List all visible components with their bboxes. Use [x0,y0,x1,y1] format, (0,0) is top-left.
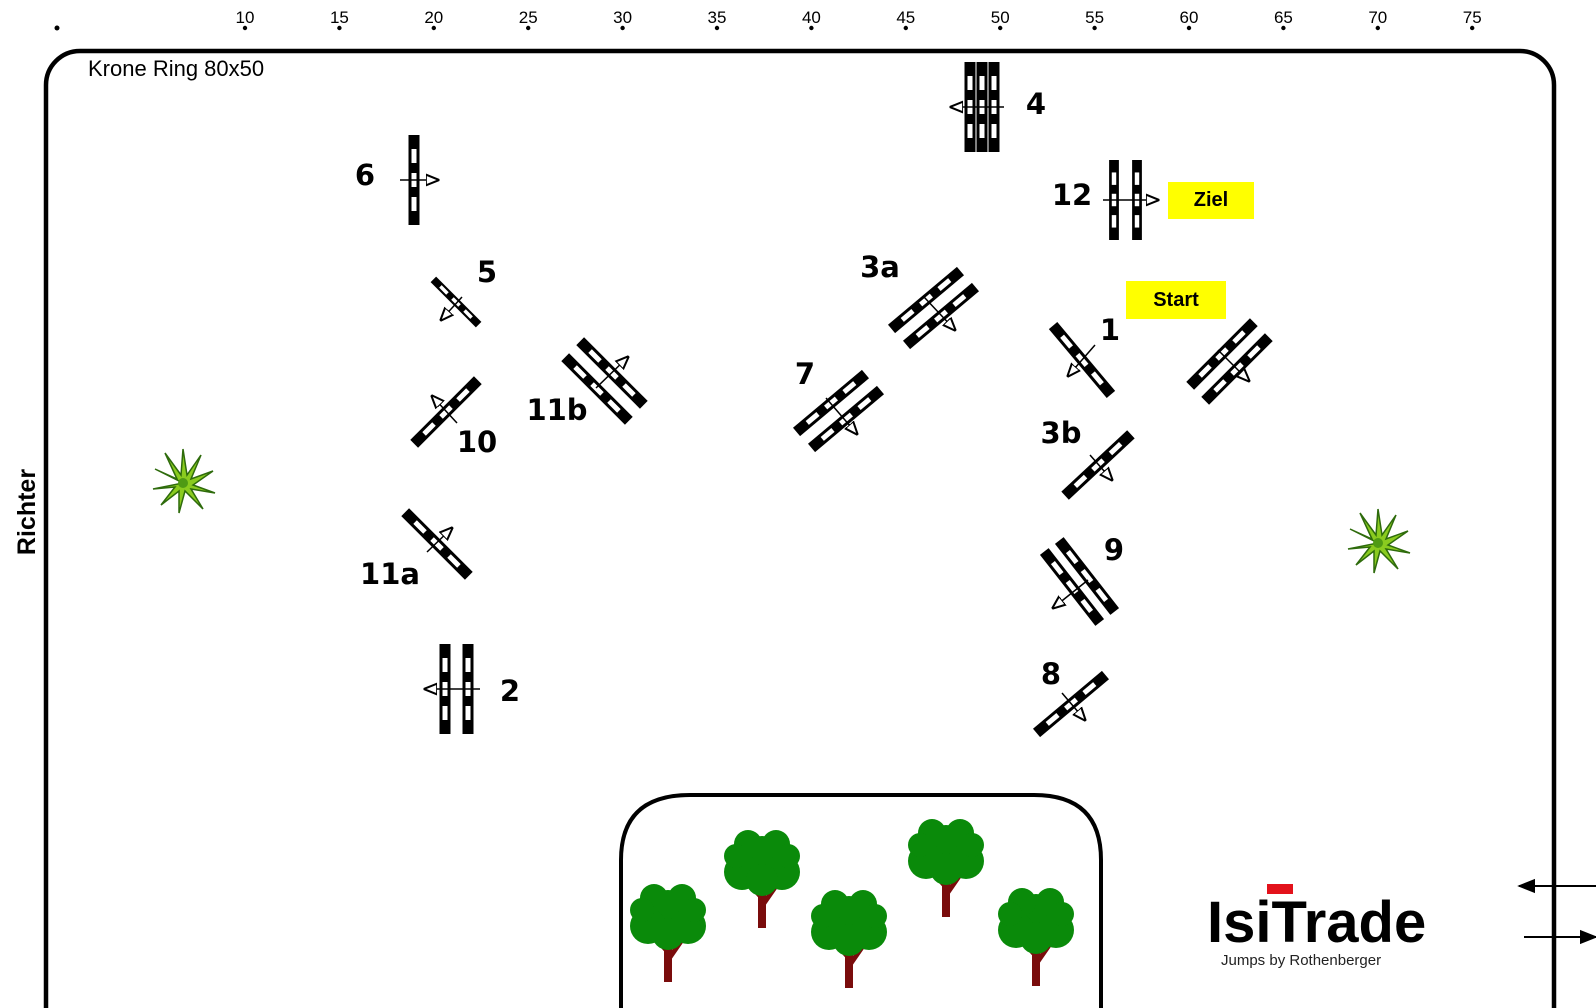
ruler-tick-label: 75 [1463,8,1482,27]
ruler-tick-label: 55 [1085,8,1104,27]
logo-tagline: Jumps by Rothenberger [1221,952,1381,969]
ruler-tick-dot [1186,25,1192,31]
direction-arrow-icon [825,397,857,434]
ruler-tick-label: 35 [708,8,727,27]
obstacle-number: 12 [1052,178,1092,212]
obstacle-number: 8 [1041,657,1061,691]
ruler-tick-label: 15 [330,8,349,27]
start-tag-label: Start [1153,289,1199,311]
obstacle-6: 6 [355,135,438,225]
ruler-tick-label: 50 [991,8,1010,27]
finish-tag: Ziel [1168,182,1254,219]
obstacle-7: 7 [792,357,885,453]
ruler-tick-dot [337,25,342,31]
obstacle-number: 1 [1100,313,1120,347]
obstacle-number: 9 [1104,533,1124,567]
plant-icon [1347,508,1411,574]
obstacle-11b: 11b [526,337,648,427]
finish-tag-label: Ziel [1194,189,1228,211]
plant-icon [152,448,216,514]
obstacle-number: 11b [526,393,587,427]
direction-arrow-icon [441,296,463,320]
obstacle-2: 2 [425,644,520,734]
ruler-tick-label: 10 [236,8,255,27]
obstacle-unnumbered [1186,318,1273,405]
ruler-tick-dot [998,25,1003,31]
obstacle-number: 7 [795,357,815,391]
ruler-tick-dot [1281,25,1286,31]
ruler-tick-label: 40 [802,8,821,27]
start-tag: Start [1126,281,1226,319]
ruler-tick-label: 30 [613,8,632,27]
tree-icon [908,819,984,917]
obstacle-number: 11a [360,557,420,591]
obstacle-4: 4 [951,62,1046,152]
obstacle-1: 1 [1048,313,1120,399]
tree-icon [724,830,800,928]
obstacle-number: 4 [1026,87,1046,121]
tree-icon [630,884,706,982]
obstacle-number: 3b [1041,416,1082,450]
ruler-tick-dot [526,25,531,31]
ruler-tick-label: 25 [519,8,538,27]
start-tag-box [1126,281,1226,319]
ruler-tick-label: 20 [424,8,443,27]
ruler-tick-label: 45 [896,8,915,27]
obstacle-10: 10 [410,376,497,459]
ruler-tick-dot [903,25,908,31]
isitrade-logo: IsiTrade Jumps by Rothenberger [1207,884,1426,969]
top-ruler: 10 15 20 25 30 35 40 45 50 55 60 65 70 75 [54,8,1482,31]
obstacle-8: 8 [1032,657,1110,738]
ruler-tick-dot [431,25,436,31]
tree-icon [998,888,1074,986]
obstacle-3a: 3a [860,250,980,350]
direction-arrow-icon [923,296,955,330]
tree-enclosure [619,793,1103,1008]
direction-arrow-icon [595,357,628,389]
direction-arrow-icon [1053,579,1089,608]
direction-arrow-icon [1061,692,1085,720]
arena-border [43,48,1557,1008]
entrance-arrows [1517,878,1596,945]
tree-icon [811,890,887,988]
obstacle-number: 6 [355,158,375,192]
ruler-tick-dot [809,25,814,31]
direction-arrow-icon [1217,349,1249,381]
obstacle-number: 5 [477,255,497,289]
obstacle-9: 9 [1039,533,1124,626]
obstacle-11a: 11a [360,508,473,591]
obstacle-5: 5 [430,255,497,328]
obstacle-number: 3a [860,250,900,284]
finish-tag-box [1168,182,1254,219]
ruler-tick-label: 65 [1274,8,1293,27]
ruler-tick-dot [1092,25,1097,31]
arena-title: Krone Ring 80x50 [88,56,264,81]
logo-red-bar [1267,884,1293,894]
obstacle-12: 12 [1052,160,1158,240]
ruler-tick-label: 70 [1368,8,1387,27]
obstacle-pole [430,276,482,328]
judge-label: Richter [13,469,41,555]
ruler-tick-dot [242,25,248,31]
ruler-tick-dot [714,25,720,31]
direction-arrow-icon [1068,344,1096,376]
ruler-tick-label: 60 [1180,8,1199,27]
ruler-tick-dot [620,25,625,31]
logo-wordmark: IsiTrade [1207,890,1426,955]
direction-arrow-icon [1089,454,1112,480]
ruler-origin-dot [54,25,60,31]
obstacle-number: 2 [500,674,520,708]
direction-arrow-icon [432,396,458,424]
obstacle-3b: 3b [1041,416,1135,500]
ruler-tick-dot [1375,25,1381,31]
obstacle-number: 10 [457,425,497,459]
direction-arrow-icon [426,528,452,553]
ruler-tick-dot [1470,25,1475,31]
